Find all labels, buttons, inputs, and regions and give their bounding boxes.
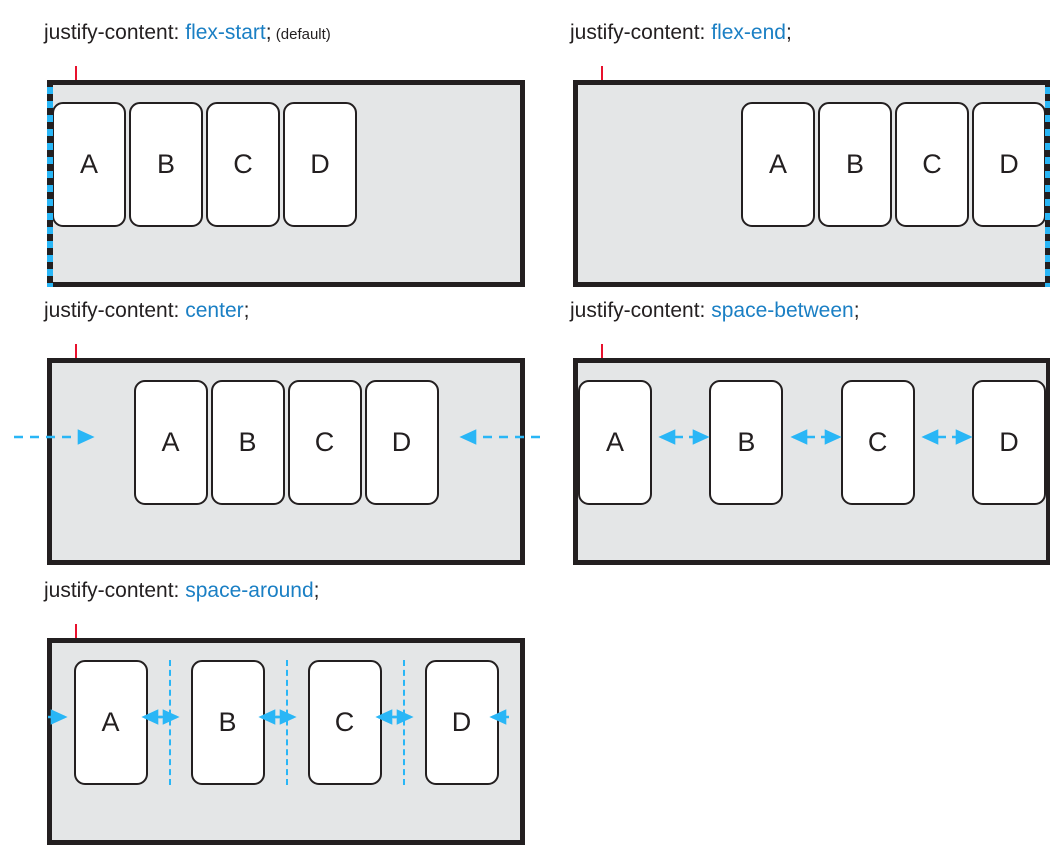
caption-value: center [185, 299, 244, 322]
flex-container-space-between: A B C D [573, 358, 1050, 565]
caption-semicolon: ; [265, 21, 272, 44]
caption-property: justify-content: [570, 21, 706, 44]
red-tick-marker [75, 344, 77, 366]
caption-property: justify-content: [44, 299, 180, 322]
flex-item: B [709, 380, 784, 505]
caption-value: space-around [185, 579, 314, 602]
red-tick-marker [75, 66, 77, 88]
flex-item: B [129, 102, 203, 227]
caption-note: (default) [271, 26, 331, 43]
flex-item: D [364, 380, 439, 505]
space-between-arrows [658, 429, 973, 445]
example-space-between: justify-content: space-between; A B C D [548, 300, 1050, 575]
center-spacing-arrows [14, 429, 540, 445]
flex-item: B [190, 660, 265, 785]
flex-item: A [741, 102, 815, 227]
flex-container-flex-start: A B C D [47, 80, 525, 287]
caption-value: space-between [711, 299, 854, 322]
flex-container-flex-end: A B C D [573, 80, 1050, 287]
flex-item: D [971, 380, 1046, 505]
edge-marker-left-icon [47, 80, 53, 287]
caption-property: justify-content: [44, 21, 180, 44]
red-tick-marker [601, 66, 603, 88]
red-tick-marker [75, 624, 77, 646]
example-center: justify-content: center; A B C D [14, 300, 540, 575]
flex-item: C [287, 380, 362, 505]
example-flex-end: justify-content: flex-end; A B C D [548, 22, 1050, 292]
red-tick-marker [601, 344, 603, 366]
caption-flex-end: justify-content: flex-end; [570, 22, 792, 43]
flex-item: D [283, 102, 357, 227]
caption-property: justify-content: [570, 299, 706, 322]
caption-space-between: justify-content: space-between; [570, 300, 860, 321]
flex-item: A [52, 102, 126, 227]
caption-flex-start: justify-content: flex-start; (default) [44, 22, 331, 43]
caption-value: flex-start [185, 21, 266, 44]
flex-item: C [206, 102, 280, 227]
caption-semicolon: ; [313, 579, 320, 602]
flex-item: A [133, 380, 208, 505]
caption-semicolon: ; [853, 299, 860, 322]
caption-value: flex-end [711, 21, 786, 44]
space-around-arrows [48, 709, 509, 725]
caption-semicolon: ; [785, 21, 792, 44]
caption-semicolon: ; [243, 299, 250, 322]
flex-item: C [895, 102, 969, 227]
caption-property: justify-content: [44, 579, 180, 602]
caption-center: justify-content: center; [44, 300, 249, 321]
flex-item: B [210, 380, 285, 505]
example-space-around: justify-content: space-around; A B C D [22, 580, 532, 860]
edge-marker-right-icon [1045, 80, 1050, 287]
flex-item: D [972, 102, 1046, 227]
flex-item: B [818, 102, 892, 227]
caption-space-around: justify-content: space-around; [44, 580, 320, 601]
flex-item: A [578, 380, 652, 505]
flex-container-space-around: A B C D [47, 638, 525, 845]
flex-item: A [73, 660, 148, 785]
flex-container-center: A B C D [47, 358, 525, 565]
flex-item: C [840, 380, 915, 505]
example-flex-start: justify-content: flex-start; (default) A… [22, 22, 532, 292]
